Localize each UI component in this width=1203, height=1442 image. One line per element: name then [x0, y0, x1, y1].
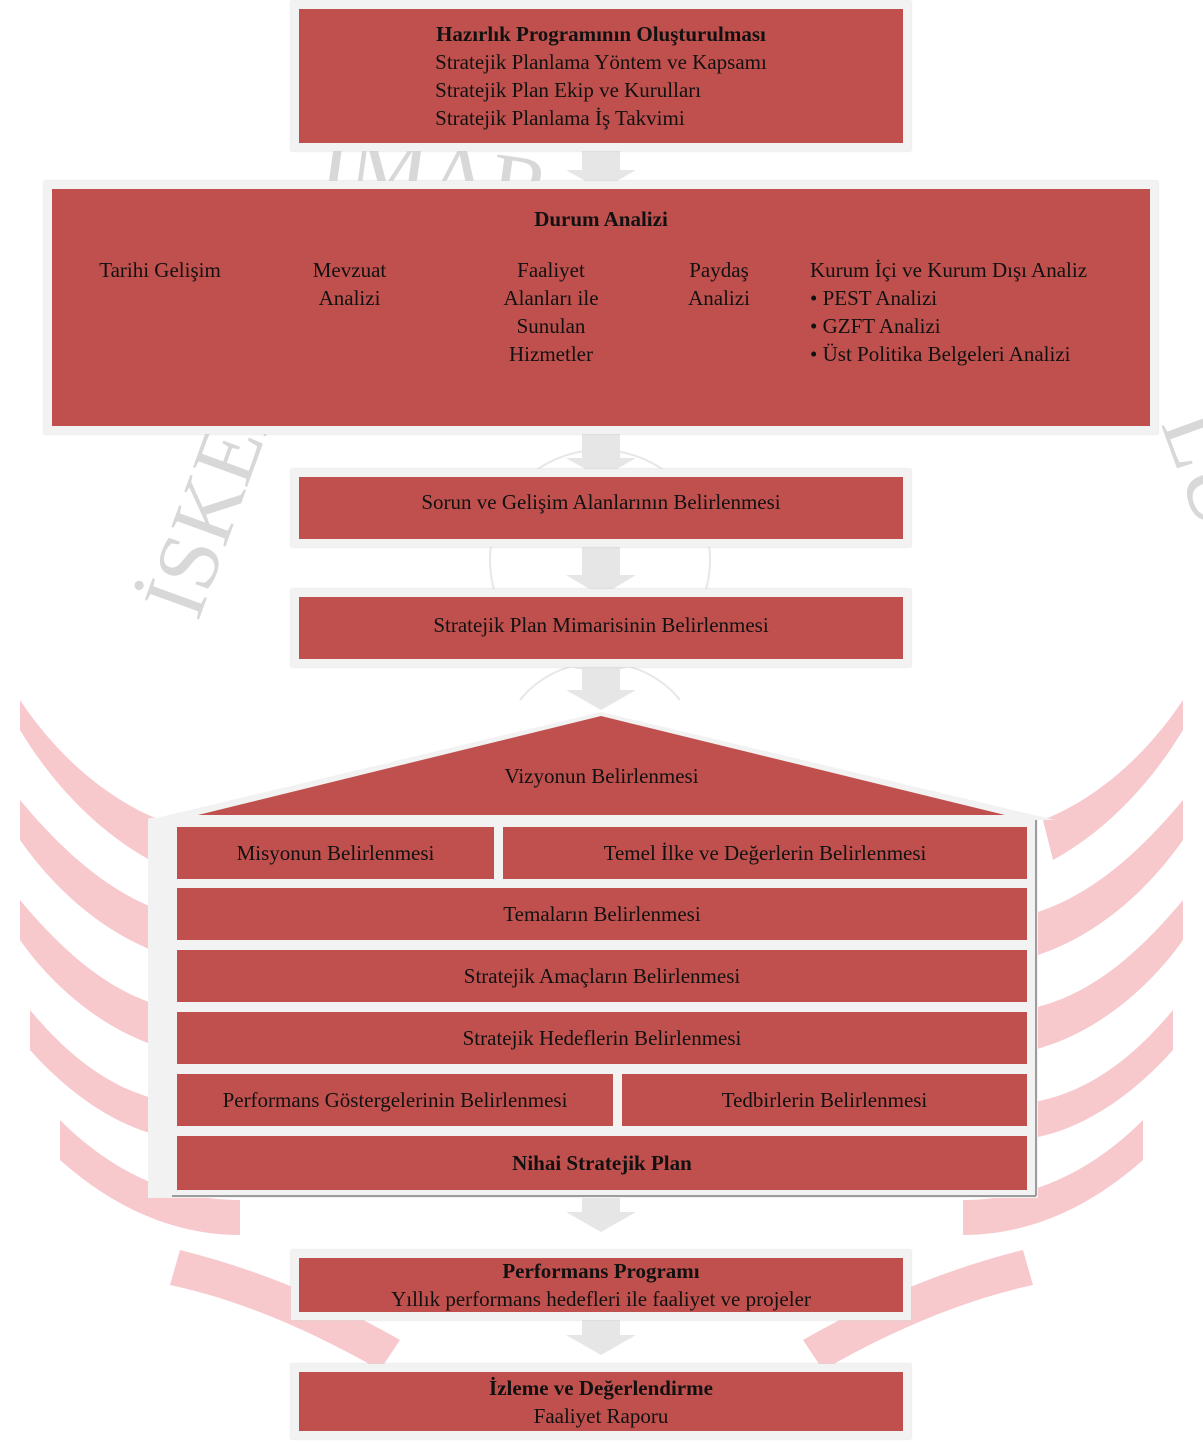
internal-external-analysis-cell: Kurum İçi ve Kurum Dışı Analiz PEST Anal…	[791, 246, 1141, 412]
legislation-analysis-cell: Mevzuat Analizi	[253, 246, 446, 412]
themes-row: Temaların Belirlenmesi	[177, 888, 1027, 940]
strategic-goals-row: Stratejik Amaçların Belirlenmesi	[177, 950, 1027, 1002]
analysis-bullet-list: PEST Analizi GZFT Analizi Üst Politika B…	[810, 284, 1141, 368]
preparation-program-box: Hazırlık Programının Oluşturulması Strat…	[291, 1, 911, 151]
monitoring-title: İzleme ve Değerlendirme	[489, 1375, 713, 1400]
strategic-targets-row: Stratejik Hedeflerin Belirlenmesi	[177, 1012, 1027, 1064]
bullet-item: PEST Analizi	[810, 284, 1141, 312]
preparation-line: Stratejik Plan Ekip ve Kurulları	[435, 78, 702, 102]
monitoring-evaluation-box: İzleme ve Değerlendirme Faaliyet Raporu	[291, 1364, 911, 1439]
performance-program-subtitle: Yıllık performans hedefleri ile faaliyet…	[391, 1287, 811, 1311]
performance-program-box: Performans Programı Yıllık performans he…	[291, 1250, 911, 1320]
bullet-item: Üst Politika Belgeleri Analizi	[810, 340, 1141, 368]
preparation-title: Hazırlık Programının Oluşturulması	[436, 22, 766, 46]
performance-indicators-cell: Performans Göstergelerinin Belirlenmesi	[177, 1074, 613, 1126]
performance-program-title: Performans Programı	[502, 1259, 700, 1283]
historical-development-cell: Tarihi Gelişim	[78, 246, 242, 412]
measures-cell: Tedbirlerin Belirlenmesi	[622, 1074, 1027, 1126]
bullet-item: GZFT Analizi	[810, 312, 1141, 340]
internal-external-heading: Kurum İçi ve Kurum Dışı Analiz	[810, 258, 1088, 282]
preparation-line: Stratejik Planlama Yöntem ve Kapsamı	[435, 50, 767, 74]
plan-architecture-box: Stratejik Plan Mimarisinin Belirlenmesi	[291, 589, 911, 667]
vision-label: Vizyonun Belirlenmesi	[504, 764, 699, 788]
final-strategic-plan-row: Nihai Stratejik Plan	[177, 1136, 1027, 1190]
core-values-cell: Temel İlke ve Değerlerin Belirlenmesi	[503, 827, 1027, 879]
activity-areas-cell: Faaliyet Alanları ile Sunulan Hizmetler	[455, 246, 647, 412]
preparation-line: Stratejik Planlama İş Takvimi	[435, 106, 685, 130]
problem-areas-box: Sorun ve Gelişim Alanlarının Belirlenmes…	[291, 469, 911, 547]
stakeholder-analysis-cell: Paydaş Analizi	[656, 246, 782, 412]
monitoring-subtitle: Faaliyet Raporu	[533, 1403, 669, 1428]
mission-cell: Misyonun Belirlenmesi	[177, 827, 494, 879]
situation-analysis-title: Durum Analizi	[534, 207, 668, 231]
